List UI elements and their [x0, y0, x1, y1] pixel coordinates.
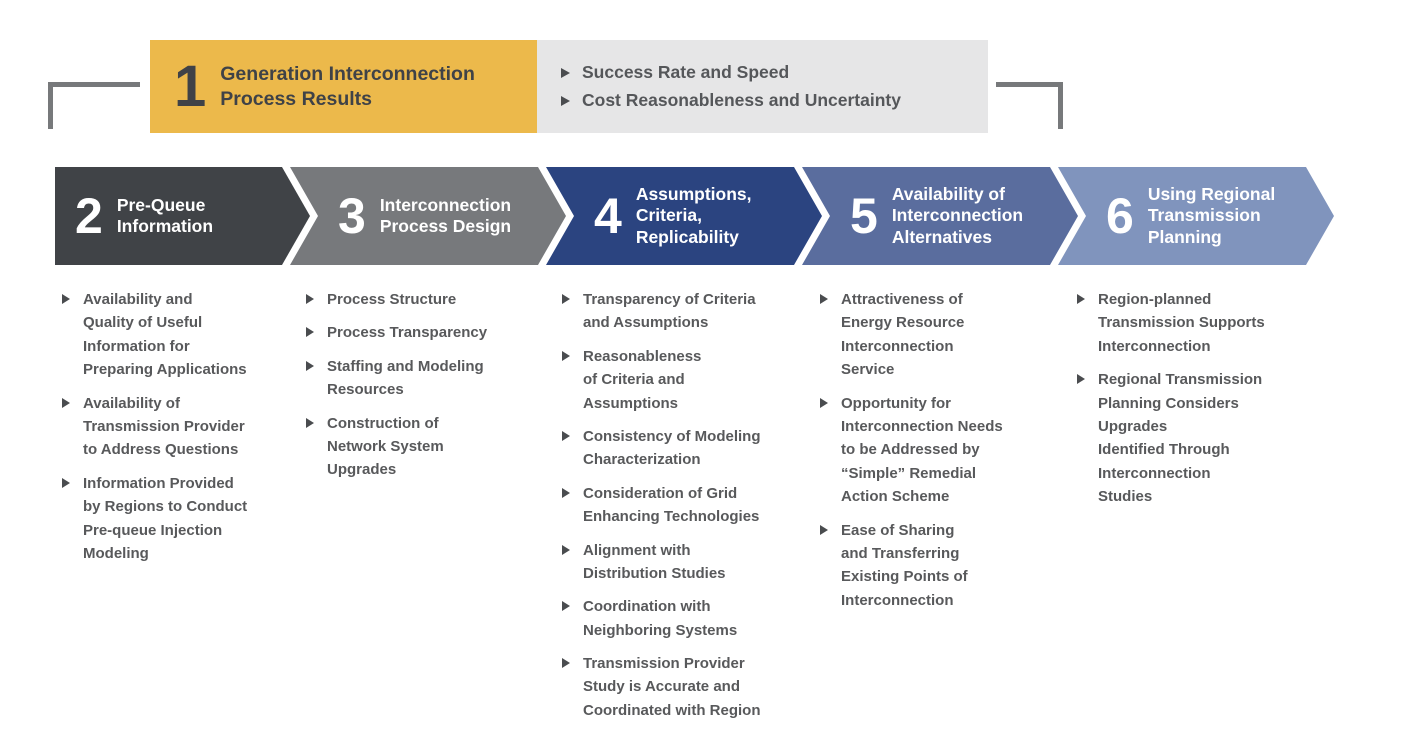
- list-item-text: Transparency of Criteria and Assumptions: [583, 291, 756, 332]
- step-item-list: Region-planned Transmission Supports Int…: [1077, 288, 1325, 519]
- bullet-triangle-icon: [561, 95, 570, 106]
- step-chevron: 6 Using Regional Transmission Planning: [1058, 167, 1334, 265]
- right-corner-bracket: [996, 82, 1063, 129]
- step-chevron: 4 Assumptions, Criteria, Replicability: [546, 167, 822, 265]
- list-item: Consideration of Grid Enhancing Technolo…: [562, 482, 802, 529]
- step-item-list: Attractiveness of Energy Resource Interc…: [820, 288, 1052, 622]
- bullet-triangle-icon: [562, 601, 570, 612]
- list-item: Reasonableness of Criteria and Assumptio…: [562, 345, 802, 415]
- step-chevron: 5 Availability of Interconnection Altern…: [802, 167, 1078, 265]
- bullet-triangle-icon: [562, 294, 570, 304]
- bullet-triangle-icon: [62, 397, 70, 408]
- list-item: Construction of Network System Upgrades: [306, 412, 536, 482]
- step-title: Assumptions, Criteria, Replicability: [635, 183, 752, 247]
- list-item-text: Reasonableness of Criteria and Assumptio…: [583, 347, 702, 412]
- list-item-text: Process Structure: [327, 291, 457, 308]
- bullet-triangle-icon: [561, 67, 570, 78]
- step-title: Interconnection Process Design: [379, 194, 512, 236]
- bullet-triangle-icon: [562, 544, 570, 555]
- list-item-text: Process Transparency: [327, 324, 488, 342]
- list-item: Consistency of Modeling Characterization: [562, 425, 802, 472]
- step-number: 6: [1106, 188, 1133, 244]
- list-item: Alignment with Distribution Studies: [562, 539, 802, 586]
- list-item-text: Attractiveness of Energy Resource Interc…: [841, 291, 965, 379]
- bullet-triangle-icon: [306, 417, 314, 428]
- bullet-triangle-icon: [62, 477, 70, 488]
- bullet-triangle-icon: [562, 430, 570, 441]
- list-item: Region-planned Transmission Supports Int…: [1077, 288, 1325, 358]
- bullet-triangle-icon: [562, 658, 570, 669]
- list-item-text: Transmission Provider Study is Accurate …: [583, 655, 761, 719]
- list-item: Regional Transmission Planning Considers…: [1077, 368, 1325, 508]
- highlight-text: Cost Reasonableness and Uncertainty: [582, 90, 901, 110]
- step-title: Pre-Queue Information: [116, 194, 214, 236]
- list-item: Transmission Provider Study is Accurate …: [562, 652, 802, 722]
- step-number: 4: [594, 188, 621, 244]
- bullet-triangle-icon: [306, 327, 314, 338]
- list-item: Ease of Sharing and Transferring Existin…: [820, 519, 1052, 613]
- step-item-list: Transparency of Criteria and Assumptions…: [562, 288, 802, 732]
- list-item: Information Provided by Regions to Condu…: [62, 472, 288, 566]
- list-item-text: Region-planned Transmission Supports Int…: [1098, 291, 1265, 355]
- step-number: 5: [850, 188, 877, 244]
- list-item-text: Staffing and Modeling Resources: [327, 357, 484, 399]
- list-item-text: Availability and Quality of Useful Infor…: [83, 291, 247, 379]
- list-item-text: Opportunity for Interconnection Needs to…: [841, 394, 1003, 506]
- step-number: 2: [75, 188, 102, 244]
- list-item: Availability of Transmission Provider to…: [62, 392, 288, 462]
- list-item: Availability and Quality of Useful Infor…: [62, 288, 288, 382]
- bullet-triangle-icon: [820, 294, 828, 304]
- left-corner-bracket: [48, 82, 140, 129]
- list-item: Staffing and Modeling Resources: [306, 355, 536, 402]
- bullet-triangle-icon: [62, 294, 70, 304]
- step-chevron: 2 Pre-Queue Information: [55, 167, 310, 265]
- step-title: Availability of Interconnection Alternat…: [891, 183, 1024, 247]
- bullet-triangle-icon: [1077, 294, 1085, 304]
- bullet-triangle-icon: [820, 524, 828, 535]
- list-item: Opportunity for Interconnection Needs to…: [820, 392, 1052, 509]
- list-item: Coordination with Neighboring Systems: [562, 595, 802, 642]
- highlight-item: Cost Reasonableness and Uncertainty: [561, 90, 988, 111]
- list-item-text: Alignment with Distribution Studies: [583, 541, 726, 582]
- list-item-text: Coordination with Neighboring Systems: [583, 598, 738, 639]
- list-item-text: Regional Transmission Planning Considers…: [1098, 371, 1263, 506]
- step-1-box: 1 Generation Interconnection Process Res…: [150, 40, 537, 133]
- bullet-triangle-icon: [820, 397, 828, 408]
- list-item-text: Information Provided by Regions to Condu…: [83, 474, 248, 562]
- bullet-triangle-icon: [1077, 374, 1085, 385]
- step-1-title: Generation Interconnection Process Resul…: [220, 63, 475, 110]
- step-1-highlights-panel: Success Rate and Speed Cost Reasonablene…: [537, 40, 988, 133]
- list-item-text: Construction of Network System Upgrades: [327, 414, 444, 479]
- step-title: Using Regional Transmission Planning: [1147, 183, 1276, 247]
- bullet-triangle-icon: [306, 294, 314, 304]
- list-item-text: Ease of Sharing and Transferring Existin…: [841, 521, 968, 609]
- list-item: Transparency of Criteria and Assumptions: [562, 288, 802, 335]
- step-chevron: 3 Interconnection Process Design: [290, 167, 566, 265]
- highlight-text: Success Rate and Speed: [582, 62, 790, 82]
- bullet-triangle-icon: [306, 360, 314, 371]
- step-item-list: Availability and Quality of Useful Infor…: [62, 288, 288, 575]
- list-item: Process Transparency: [306, 321, 536, 344]
- list-item: Process Structure: [306, 288, 536, 311]
- bullet-triangle-icon: [562, 487, 570, 498]
- list-item-text: Availability of Transmission Provider to…: [83, 394, 245, 459]
- highlight-item: Success Rate and Speed: [561, 62, 988, 83]
- list-item-text: Consideration of Grid Enhancing Technolo…: [583, 484, 760, 526]
- step-number: 3: [338, 188, 365, 244]
- step-1-number: 1: [174, 53, 206, 119]
- list-item: Attractiveness of Energy Resource Interc…: [820, 288, 1052, 382]
- list-item-text: Consistency of Modeling Characterization: [583, 427, 761, 469]
- bullet-triangle-icon: [562, 350, 570, 361]
